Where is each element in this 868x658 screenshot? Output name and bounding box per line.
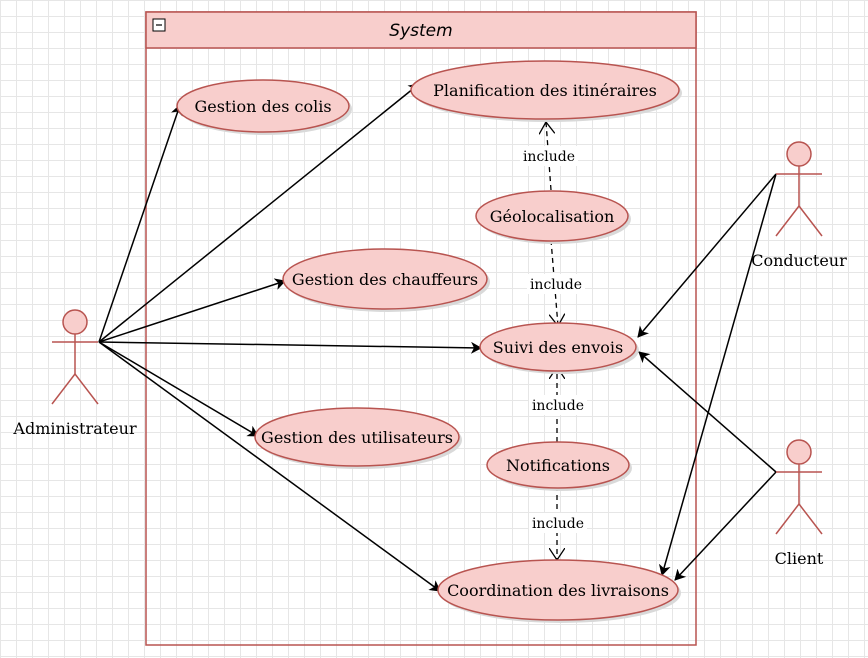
actor-administrateur[interactable]: Administrateur <box>12 309 137 438</box>
use-case-suivi-envois[interactable]: Suivi des envois <box>479 322 639 374</box>
use-case-label: Notifications <box>506 456 610 475</box>
actor-head <box>62 309 88 335</box>
admin-associations <box>98 83 482 592</box>
include-label: include <box>523 149 575 165</box>
actor-head <box>786 141 812 167</box>
include-relations: include include include include <box>520 122 587 560</box>
use-case-label: Gestion des colis <box>194 97 331 116</box>
use-case-geolocalisation[interactable]: Géolocalisation <box>475 190 631 244</box>
actor-label: Client <box>775 549 824 568</box>
actor-label: Conducteur <box>751 251 847 270</box>
assoc-client-coordination[interactable] <box>674 471 777 581</box>
use-case-label: Suivi des envois <box>493 338 623 357</box>
use-case-label: Coordination des livraisons <box>447 581 669 600</box>
assoc-admin-chauffeurs[interactable] <box>98 278 286 343</box>
include-geo-planification[interactable] <box>546 122 551 191</box>
actor-conducteur[interactable]: Conducteur <box>751 141 847 270</box>
system-header <box>145 11 697 49</box>
include-label: include <box>532 398 584 414</box>
use-case-gestion-chauffeurs[interactable]: Gestion des chauffeurs <box>282 248 490 312</box>
system-boundary[interactable]: System <box>145 11 697 646</box>
use-case-planification[interactable]: Planification des itinéraires <box>410 60 682 122</box>
actor-associations <box>637 173 777 581</box>
assoc-admin-utilisateurs[interactable] <box>98 341 259 437</box>
assoc-conducteur-coordination[interactable] <box>658 173 777 576</box>
minus-square-icon[interactable] <box>152 18 166 32</box>
actor-label: Administrateur <box>12 419 137 438</box>
system-title: System <box>389 21 452 41</box>
use-case-label: Gestion des utilisateurs <box>261 428 453 447</box>
assoc-admin-colis[interactable] <box>98 104 183 343</box>
include-label: include <box>532 516 584 532</box>
use-case-gestion-colis[interactable]: Gestion des colis <box>176 79 352 135</box>
actor-client[interactable]: Client <box>775 439 824 568</box>
assoc-admin-coordination[interactable] <box>98 341 441 592</box>
use-case-label: Géolocalisation <box>490 207 615 226</box>
use-case-coordination-livraisons[interactable]: Coordination des livraisons <box>437 559 681 623</box>
assoc-conducteur-suivi[interactable] <box>637 173 777 338</box>
actor-head <box>786 439 812 465</box>
assoc-client-suivi[interactable] <box>638 351 777 473</box>
use-case-label: Planification des itinéraires <box>433 81 657 100</box>
include-label: include <box>530 277 582 293</box>
use-case-gestion-utilisateurs[interactable]: Gestion des utilisateurs <box>254 407 462 469</box>
use-case-label: Gestion des chauffeurs <box>292 270 478 289</box>
assoc-admin-planification[interactable] <box>98 83 420 343</box>
assoc-admin-suivi[interactable] <box>98 341 482 354</box>
use-case-notifications[interactable]: Notifications <box>486 441 632 491</box>
